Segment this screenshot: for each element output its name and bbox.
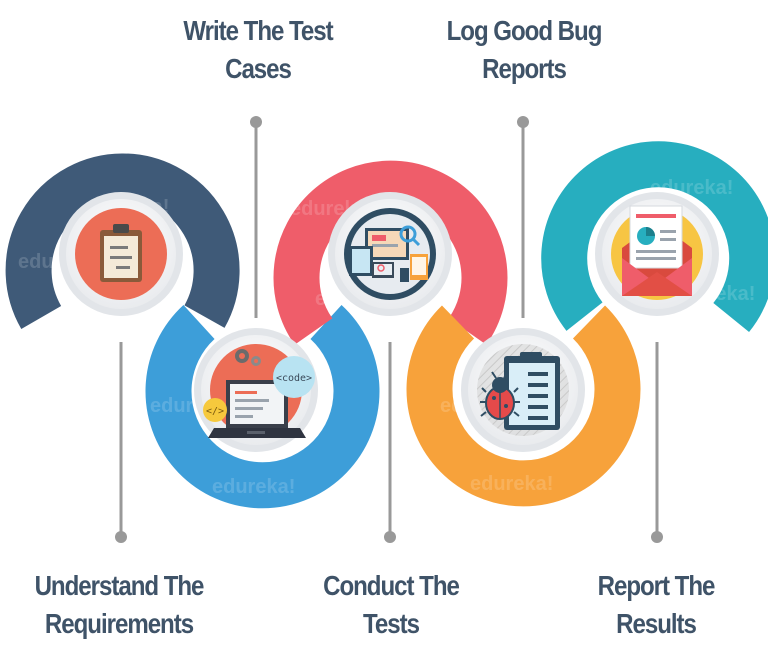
label-line: Reports — [482, 53, 567, 84]
label-line: Requirements — [44, 608, 194, 639]
label-line: Conduct The — [323, 570, 460, 601]
label-report-results: Report The Results — [570, 567, 742, 643]
arc-log-bug-reports — [406, 305, 641, 507]
connector-log-bug-reports — [517, 116, 529, 318]
clipboard-icon — [100, 224, 142, 282]
label-understand-requirements: Understand The Requirements — [29, 567, 210, 643]
node-understand-requirements — [59, 192, 183, 316]
svg-text:edureka!: edureka! — [212, 476, 295, 498]
arc-conduct-tests — [273, 160, 508, 345]
connector-understand-requirements — [115, 342, 127, 543]
node-report-results — [595, 192, 719, 316]
label-line: Understand The — [34, 570, 205, 601]
bug-report-icon — [480, 352, 560, 430]
node-log-bug-reports — [461, 328, 585, 452]
label-line: Results — [616, 608, 697, 639]
label-line: Log Good Bug — [446, 15, 603, 46]
label-line: Report The — [597, 570, 716, 601]
envelope-report-icon — [622, 205, 692, 296]
node-conduct-tests — [328, 192, 452, 316]
arc-chain — [5, 141, 768, 509]
label-line: Write The Test — [183, 15, 333, 46]
connector-conduct-tests — [384, 342, 396, 543]
label-conduct-tests: Conduct The Tests — [309, 567, 472, 643]
svg-text:edureka!: edureka! — [470, 473, 553, 495]
label-write-test-cases: Write The Test Cases — [162, 12, 355, 88]
arc-write-test-cases — [145, 305, 380, 509]
node-write-test-cases: <code> </> — [194, 328, 318, 452]
code-tag-text: </> — [206, 406, 224, 417]
devices-icon — [349, 225, 428, 282]
label-line: Cases — [225, 53, 292, 84]
code-bubble-text: <code> — [276, 373, 312, 384]
arc-report-results — [541, 141, 768, 332]
bug-icon — [480, 371, 520, 420]
connector-write-test-cases — [250, 116, 262, 318]
label-log-bug-reports: Log Good Bug Reports — [431, 12, 617, 88]
label-line: Tests — [363, 608, 420, 639]
arc-understand-requirements — [5, 153, 240, 329]
connectors — [115, 116, 663, 543]
connector-report-results — [651, 342, 663, 543]
code-bubble-icon: <code> — [273, 356, 315, 398]
svg-text:edureka!: edureka! — [650, 177, 733, 199]
code-tag-bubble-icon: </> — [203, 398, 227, 422]
